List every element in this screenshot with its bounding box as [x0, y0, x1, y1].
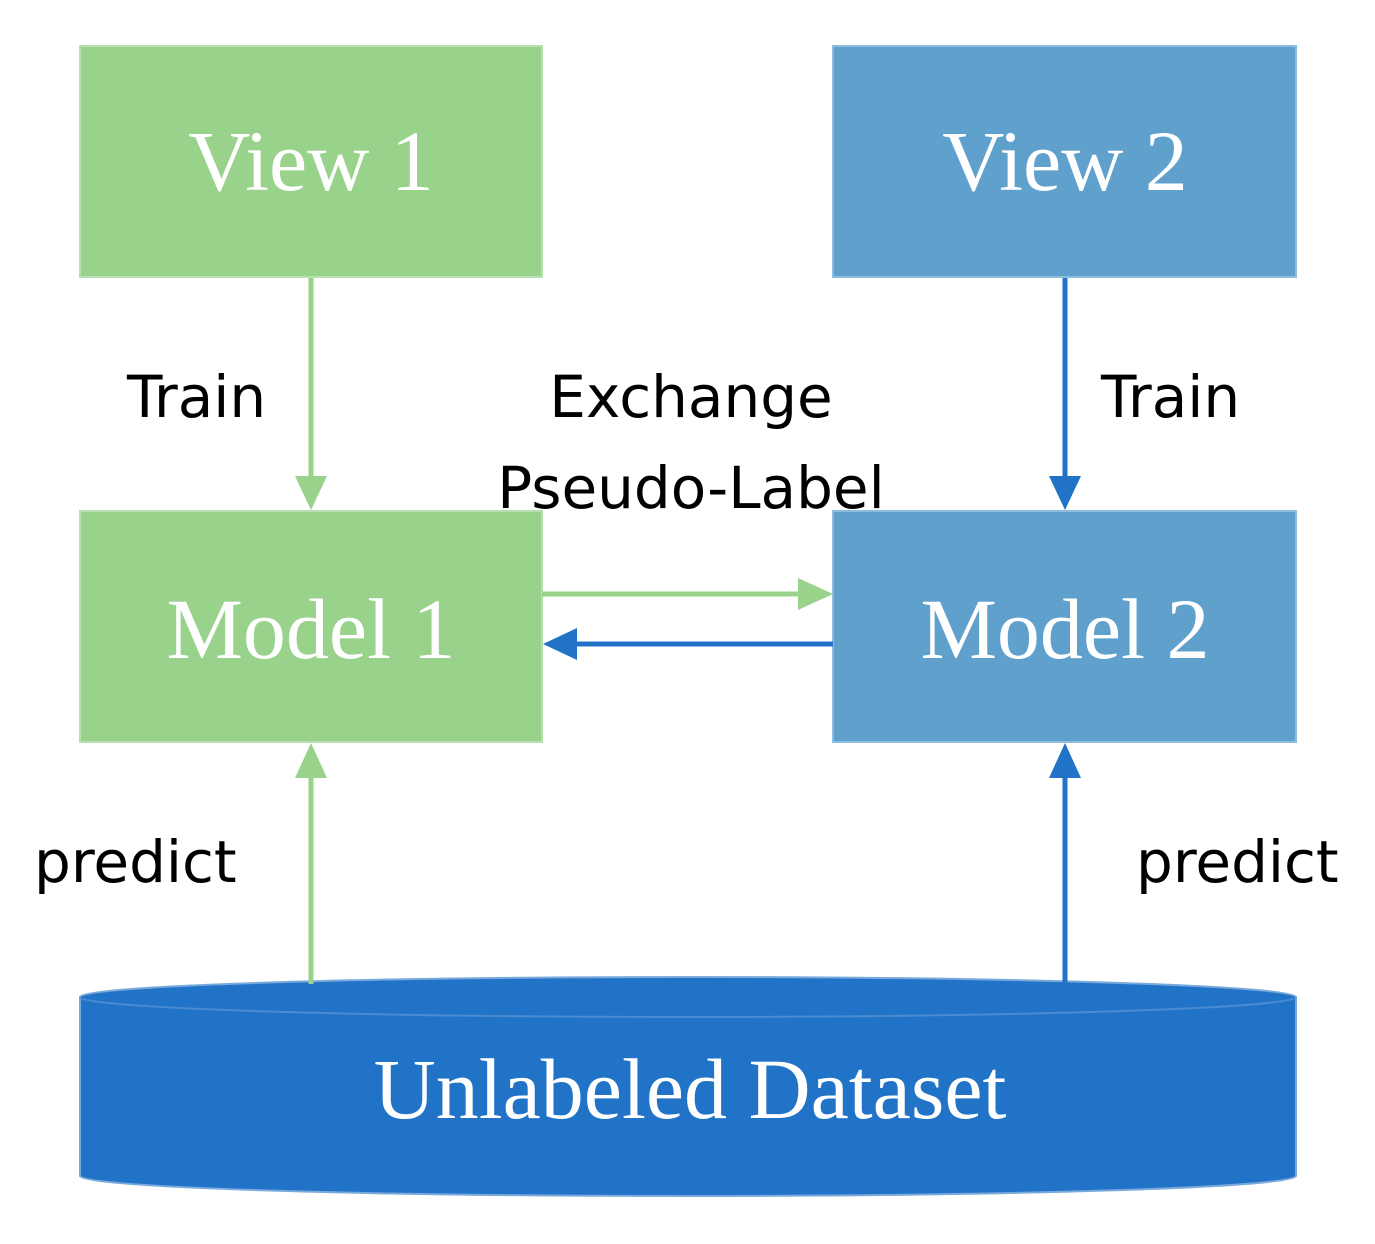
dataset-cylinder [79, 976, 1297, 1197]
model2-to-model1-arrow [543, 628, 833, 660]
model1-to-model2-arrow [542, 578, 833, 610]
model2-label: Model 2 [920, 581, 1209, 677]
exchange-label-line1: Exchange [549, 363, 832, 431]
predict-label-left: predict [34, 828, 237, 896]
view1-label: View 1 [188, 113, 434, 209]
model1-label: Model 1 [166, 581, 455, 677]
view1-node: View 1 [79, 45, 543, 278]
view1-box [79, 45, 543, 278]
model1-node: Model 1 [79, 510, 543, 743]
view2-box [832, 45, 1297, 278]
dataset-to-model1-arrow [295, 743, 327, 984]
model1-box [79, 510, 543, 743]
view2-node: View 2 [832, 45, 1297, 278]
dataset-node: Unlabeled Dataset [79, 976, 1297, 1197]
dataset-to-model2-arrow [1049, 743, 1081, 984]
dataset-label: Unlabeled Dataset [374, 1041, 1007, 1137]
view2-label: View 2 [942, 113, 1188, 209]
dataset-cylinder-rim [79, 996, 1297, 1018]
view2-to-model2-arrow [1049, 278, 1081, 510]
exchange-label-line2: Pseudo-Label [497, 454, 884, 522]
predict-label-right: predict [1136, 828, 1339, 896]
train-label-right: Train [1100, 363, 1240, 431]
model2-node: Model 2 [832, 510, 1297, 743]
train-label-left: Train [126, 363, 266, 431]
view1-to-model1-arrow [295, 278, 327, 510]
model2-box [832, 510, 1297, 743]
